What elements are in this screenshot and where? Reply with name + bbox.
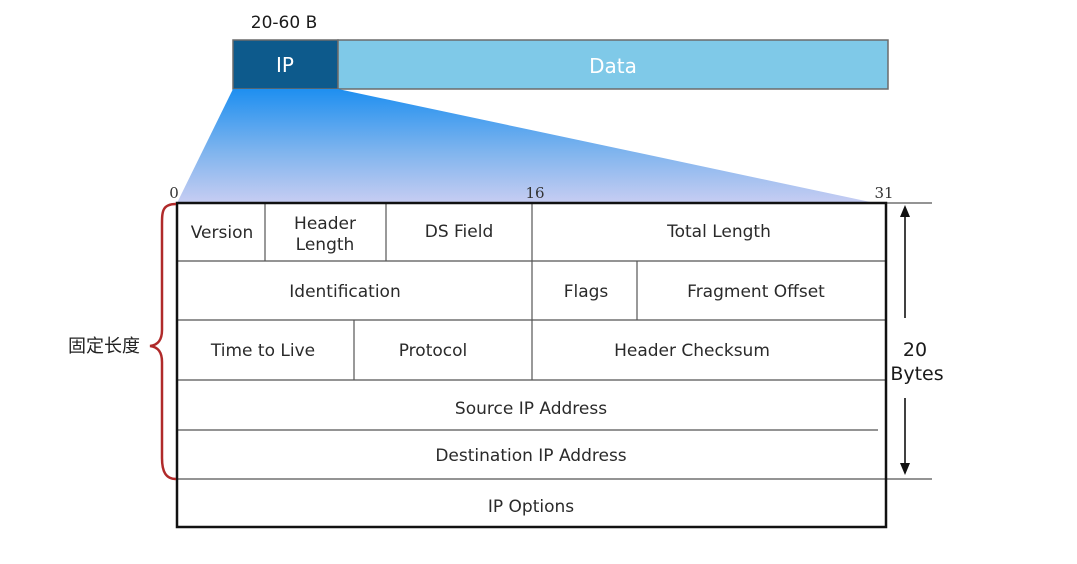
field-identification: Identification (289, 282, 400, 302)
data-segment-label: Data (589, 54, 637, 78)
field-header-length-line2: Length (296, 235, 355, 255)
field-fragment-offset: Fragment Offset (687, 282, 825, 302)
field-protocol: Protocol (399, 341, 468, 361)
fixed-length-label: 固定长度 (68, 336, 140, 357)
field-version: Version (191, 223, 254, 243)
field-flags: Flags (564, 282, 609, 302)
field-total-length: Total Length (666, 222, 771, 242)
header-frame (175, 201, 888, 529)
header-grid (177, 202, 932, 480)
bit-marker-16: 16 (525, 184, 544, 202)
bit-marker-0: 0 (169, 184, 179, 202)
field-time-to-live: Time to Live (210, 341, 315, 361)
byte-span-arrow (900, 205, 910, 475)
field-header-checksum: Header Checksum (614, 341, 770, 361)
field-source-ip: Source IP Address (455, 399, 607, 419)
field-header-length-line1: Header (294, 214, 356, 234)
ip-segment (232, 39, 339, 90)
bytes-unit-label: Bytes (890, 363, 943, 385)
field-ip-options: IP Options (488, 497, 574, 517)
bit-marker-31: 31 (874, 184, 893, 202)
fixed-length-brace (149, 202, 177, 481)
ip-segment-label: IP (276, 53, 294, 77)
field-destination-ip: Destination IP Address (435, 446, 626, 466)
bytes-count-label: 20 (903, 339, 927, 361)
data-segment (337, 39, 889, 90)
packet-size-label: 20-60 B (251, 13, 317, 33)
field-ds-field: DS Field (425, 222, 494, 242)
expansion-funnel (177, 89, 875, 203)
